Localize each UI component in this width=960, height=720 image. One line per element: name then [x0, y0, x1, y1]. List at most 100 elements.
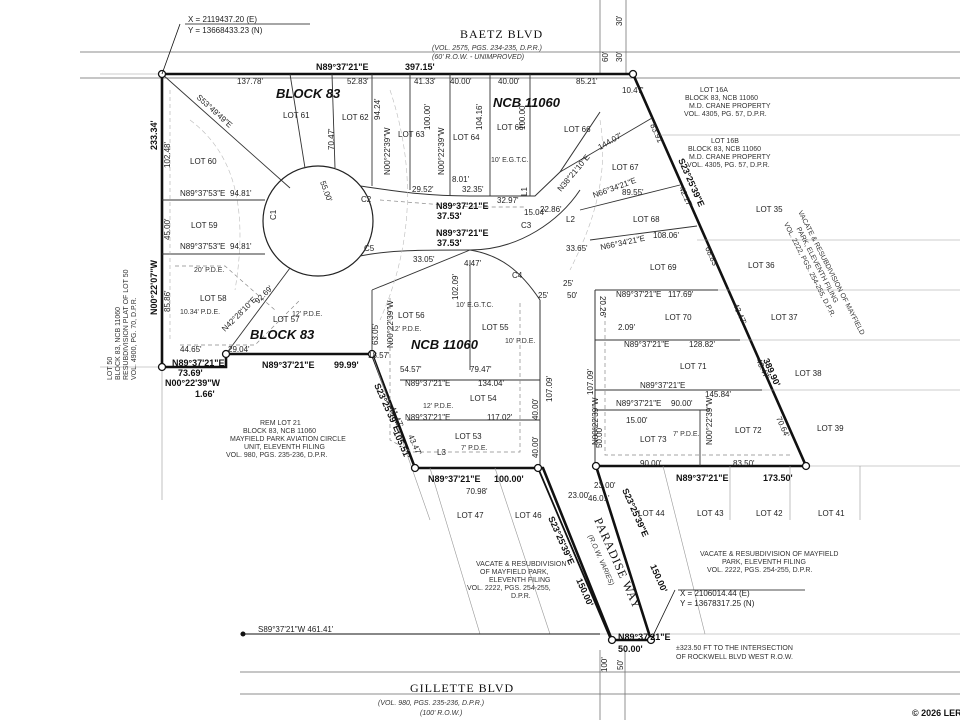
- dim-1857: 18.57': [368, 351, 390, 360]
- bint-14: N89°37'21"E: [405, 413, 450, 422]
- lot-39: LOT 39: [817, 424, 844, 433]
- dim-9481a: 94.81': [230, 189, 252, 198]
- lot-53: LOT 53: [455, 432, 482, 441]
- dim-5000c: 50': [616, 659, 625, 670]
- bint-9: N89°37'21"E: [616, 290, 661, 299]
- esmt-6: 20' P.D.E.: [194, 267, 224, 274]
- bint-13: N89°37'21"E: [405, 379, 450, 388]
- dim-14584: 145.84': [705, 390, 731, 399]
- dim-4000b: 40.00': [498, 77, 520, 86]
- dim-3365: 33.65': [566, 244, 588, 253]
- bearing-bottom-end: N89°37'21"E: [618, 632, 671, 642]
- esmt-10: 7' P.D.E.: [673, 431, 700, 438]
- svg-text:RESUBDIVISION PLAT OF LOT 50: RESUBDIVISION PLAT OF LOT 50: [123, 269, 130, 380]
- bint-2e: N00°22'39"W: [705, 397, 714, 445]
- lot-46: LOT 46: [515, 511, 542, 520]
- bint-10: N89°37'21"E: [624, 340, 669, 349]
- baetz-row: (60' R.O.W. - UNIMPROVED): [432, 54, 524, 61]
- lot-67: LOT 67: [612, 163, 639, 172]
- bint-1: S53°49'49"E: [195, 93, 234, 130]
- lot-41: LOT 41: [818, 509, 845, 518]
- lot-62: LOT 62: [342, 113, 369, 122]
- dim-3235: 32.35': [462, 185, 484, 194]
- lot-57: LOT 57: [273, 315, 300, 324]
- dim-11702: 117.02': [487, 413, 513, 422]
- dim-7047: 70.47': [327, 128, 336, 150]
- curve-c4: C4: [512, 271, 523, 280]
- dim-4347: 43.47': [731, 302, 748, 326]
- dim-5000b: 50': [567, 291, 578, 300]
- bint-5: N38°21'10"E: [556, 153, 592, 194]
- svg-text:UNIT, ELEVENTH FILING: UNIT, ELEVENTH FILING: [244, 444, 325, 451]
- dim-10416: 104.16': [475, 104, 484, 130]
- svg-text:VOL. 4305, PG. 57, D.P.R.: VOL. 4305, PG. 57, D.P.R.: [684, 111, 767, 118]
- coord-bottom-y: Y = 13678317.25 (N): [680, 599, 755, 608]
- dim-2500a: 25': [538, 291, 549, 300]
- svg-text:BLOCK 83, NCB 11060: BLOCK 83, NCB 11060: [243, 428, 316, 435]
- svg-text:LOT 50: LOT 50: [107, 357, 114, 380]
- dim-4133: 41.33': [414, 77, 436, 86]
- svg-text:LOT 16A: LOT 16A: [700, 87, 728, 94]
- note-vacate-mid: VACATE & RESUBDIVISION OF MAYFIELD PARK,…: [467, 561, 566, 600]
- block-83-top: BLOCK 83: [276, 86, 341, 101]
- curve-l1: L1: [520, 187, 529, 196]
- lot-47: LOT 47: [457, 511, 484, 520]
- bearing-bottom-end-len: 50.00': [618, 644, 643, 654]
- lot-55: LOT 55: [482, 323, 509, 332]
- svg-text:VACATE & RESUBDIVISION OF MAYF: VACATE & RESUBDIVISION OF MAYFIELD: [700, 551, 838, 558]
- svg-text:BLOCK 83, NCB 11060: BLOCK 83, NCB 11060: [685, 95, 758, 102]
- bint-2d: N00°22'39"W: [591, 397, 600, 445]
- dim-10806: 108.06': [653, 231, 679, 240]
- bearing-top-len: 397.15': [405, 62, 435, 72]
- dim-3297: 32.97': [497, 196, 519, 205]
- dim-5457: 54.57': [400, 365, 422, 374]
- gillette-row: (100' R.O.W.): [420, 710, 462, 717]
- dim-10000c: 100': [600, 657, 609, 672]
- dim-3000: 30': [615, 15, 624, 26]
- dim-9000b: 90.00': [640, 459, 662, 468]
- dim-1500: 15.00': [626, 416, 648, 425]
- svg-text:VOL. 2222, PGS. 254-255,: VOL. 2222, PGS. 254-255,: [467, 585, 551, 592]
- dim-9424: 94.24': [373, 98, 382, 120]
- lot-61: LOT 61: [283, 111, 310, 120]
- svg-text:OF MAYFIELD PARK,: OF MAYFIELD PARK,: [480, 569, 549, 576]
- dim-10209: 102.09': [451, 274, 460, 300]
- bearing-bottom-mid: N89°37'21"E: [428, 474, 481, 484]
- dim-6000: 60': [601, 51, 610, 62]
- svg-text:BLOCK 83, NCB 11060: BLOCK 83, NCB 11060: [115, 307, 122, 380]
- note-vacate-diag: VACATE & RESUBDIVISION OF MAYFIELD PARK,…: [782, 210, 865, 337]
- ncb-top: NCB 11060: [493, 95, 561, 110]
- dim-2904: 29.04': [228, 345, 250, 354]
- baetz-vol: (VOL. 2575, PGS. 234-235, D.P.R.): [432, 45, 542, 52]
- bearing-left-lower-len: 99.99': [334, 360, 359, 370]
- dim-209: 2.09': [618, 323, 636, 332]
- note-lot16a: LOT 16A BLOCK 83, NCB 11060 M.D. CRANE P…: [684, 87, 771, 118]
- dim-1047: 10.47': [622, 86, 644, 95]
- svg-text:VOL. 2222, PGS. 254-255, D.P.R: VOL. 2222, PGS. 254-255, D.P.R.: [707, 567, 812, 574]
- dim-9481b: 94.81': [230, 242, 252, 251]
- dim-4500: 45.00': [163, 218, 172, 240]
- esmt-9: 7' P.D.E.: [461, 445, 488, 452]
- dim-10000b: 100.00': [518, 104, 527, 130]
- dim-5283: 52.83': [347, 77, 369, 86]
- lot-68: LOT 68: [633, 215, 660, 224]
- svg-text:VOL. 980, PGS. 235-236, D.P.R.: VOL. 980, PGS. 235-236, D.P.R.: [226, 452, 327, 459]
- dim-7098: 70.98': [466, 487, 488, 496]
- bearing-bottom-right: N89°37'21"E: [676, 473, 729, 483]
- dim-3305: 33.05': [413, 255, 435, 264]
- bint-2b: N00°22'39"W: [437, 127, 446, 175]
- lot-70: LOT 70: [665, 313, 692, 322]
- curve-l2: L2: [566, 215, 575, 224]
- dim-10248: 102.48': [163, 142, 172, 168]
- dim-8586: 85.86': [163, 290, 172, 312]
- dim-13404: 134.04': [478, 379, 504, 388]
- bint-4: N66°34'21"E: [600, 234, 646, 252]
- lot-42: LOT 42: [756, 509, 783, 518]
- dim-2286: 22.86': [540, 205, 562, 214]
- dim-10000a: 100.00': [423, 104, 432, 130]
- dim-4465: 44.65': [180, 345, 202, 354]
- dim-2300a: 23.00': [568, 491, 590, 500]
- svg-text:M.D. CRANE PROPERTY: M.D. CRANE PROPERTY: [689, 103, 771, 110]
- bearing-bottom-mid-len: 100.00': [494, 474, 524, 484]
